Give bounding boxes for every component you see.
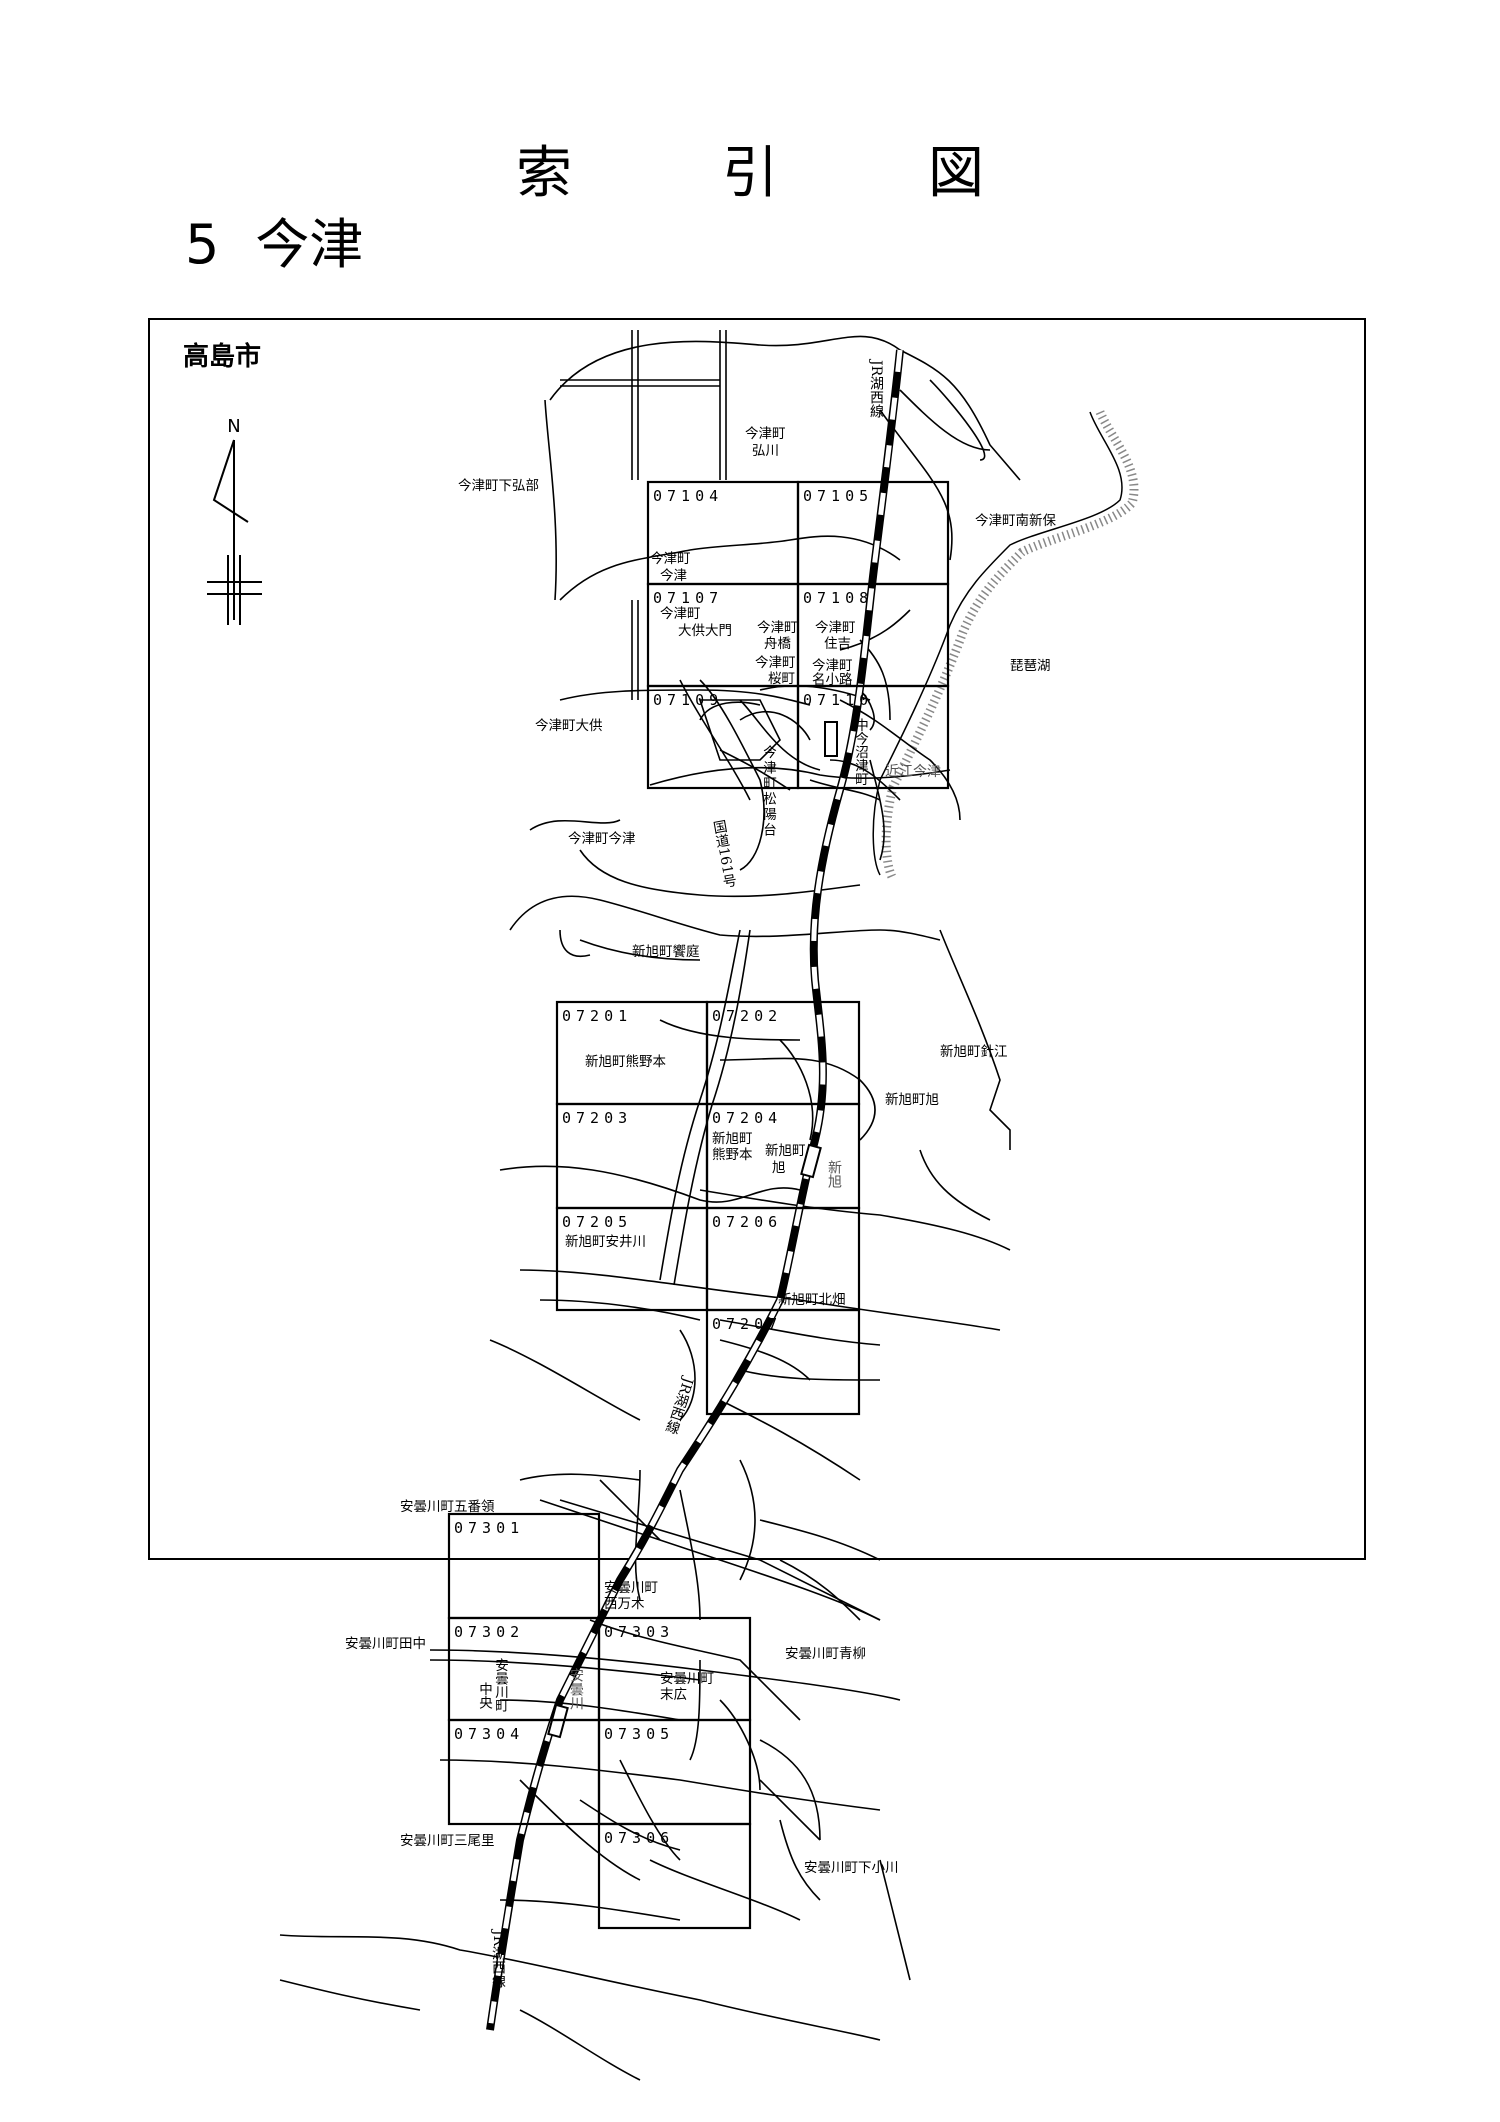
place-asahi: 新旭町旭 [885,1092,939,1108]
sheet-07206: 07206 [712,1213,782,1231]
omi-imazu-station-icon [824,721,838,757]
place-suehiro-line2: 末広 [660,1687,687,1703]
sheet-07302: 07302 [454,1623,524,1641]
place-imazu-line2: 今津 [660,568,687,584]
place-imazu-line1: 今津町 [650,551,691,567]
place-daiku: 今津町大供 [535,718,603,734]
place-chuo-line2: 中央 [476,1682,493,1710]
place-asahi-line2: 旭 [772,1160,786,1176]
place-sumiyoshi-line1: 今津町 [815,620,856,636]
sheet-07304: 07304 [454,1725,524,1743]
sheet-07109: 07109 [653,691,723,709]
place-names: 今津町 弘川 今津町下弘部 今津町南新保 今津町 今津 今津町 大供大門 今津町… [345,358,1056,1988]
place-funabashi-line2: 舟橋 [764,636,792,652]
sheet-07305: 07305 [604,1725,674,1743]
place-aeba: 新旭町饗庭 [632,943,700,960]
place-shoyodai: 今津町松陽台 [760,745,777,838]
sheet-07108: 07108 [803,589,873,607]
place-harie: 新旭町針江 [940,1044,1008,1060]
sheet-07204: 07204 [712,1109,782,1127]
place-daikudaimon-line2: 大供大門 [678,623,732,639]
route-161-label: 国道161号 [710,819,738,890]
roads-lower [279,1459,911,2081]
sheet-07203: 07203 [562,1109,632,1127]
place-tanaka: 安曇川町田中 [345,1636,426,1652]
sheet-labels: 07104 07105 07107 07108 07109 07110 0720… [454,487,873,1847]
sheet-07205: 07205 [562,1213,632,1231]
place-sakuramachi-line1: 今津町 [755,655,796,671]
roads-upper [509,330,1021,957]
section-name: 今津 [255,213,364,276]
place-mionosato: 安曇川町三尾里 [400,1833,495,1849]
sheet-07303: 07303 [604,1623,674,1641]
place-hirokawa-line1: 今津町 [745,426,786,442]
place-yasuigawa: 新旭町安井川 [565,1234,646,1250]
place-biwako: 琵琶湖 [1010,658,1051,674]
page-title: 索引図 [516,141,1134,206]
station-adogawa: 安曇川 [568,1668,584,1710]
place-suehiro-line1: 安曇川町 [660,1671,714,1687]
jr-line-label-top: JR湖西線 [868,358,884,418]
sheet-07306: 07306 [604,1829,674,1847]
shin-asahi-station-icon [800,1143,822,1179]
place-kumanomoto: 新旭町熊野本 [585,1054,666,1070]
place-kumanomoto-line2: 熊野本 [712,1147,753,1163]
place-nishimangi-line1: 安曇川町 [604,1580,658,1596]
place-chuo-line1: 安曇川町 [492,1658,509,1713]
place-nakoji-line1: 今津町 [812,658,853,674]
place-funabashi-line1: 今津町 [757,620,798,636]
north-arrow-icon: N [207,416,262,625]
jr-line-label-mid: JR湖西線 [662,1374,696,1436]
place-aoyagi: 安曇川町青柳 [785,1646,866,1662]
place-shimoogawa: 安曇川町下小川 [804,1860,899,1876]
sheet-07104: 07104 [653,487,723,505]
roads-middle [489,929,1011,1481]
place-asahi-line1: 新旭町 [765,1143,806,1159]
sheet-07110: 07110 [803,691,873,709]
city-label: 高島市 [183,342,262,372]
station-omi-imazu: 近江今津 [885,764,941,780]
place-nakoji-line2: 名小路 [812,672,853,688]
place-daikudaimon-line1: 今津町 [660,606,701,622]
place-nakanuma: 中今沼津町 [852,718,869,786]
section-title: 5 今津 [185,200,363,279]
place-sumiyoshi-line2: 住吉 [824,636,851,652]
sheet-07201: 07201 [562,1007,632,1025]
sheet-07105: 07105 [803,487,873,505]
sheet-07107: 07107 [653,589,723,607]
place-imazu-imazu: 今津町今津 [568,831,636,847]
place-sakuramachi-line2: 桜町 [768,671,795,687]
place-kumanomoto-line1: 新旭町 [712,1131,753,1147]
jr-line-label-bottom: JR湖西線 [490,1928,506,1988]
sheet-07202: 07202 [712,1007,782,1025]
sheet-07207: 07207 [712,1315,782,1333]
north-label: N [227,416,240,437]
sheet-grid [447,480,950,1930]
place-kitabata: 新旭町北畑 [778,1292,846,1308]
place-hirokawa-line2: 弘川 [752,443,779,459]
place-shimohirobe: 今津町下弘部 [458,478,539,494]
section-number: 5 [185,213,220,276]
station-shin-asahi: 新旭 [826,1160,842,1188]
place-minamishinbo: 今津町南新保 [975,513,1056,529]
place-nishimangi-line2: 西万木 [604,1596,645,1612]
sheet-07301: 07301 [454,1519,524,1537]
place-gobanryo: 安曇川町五番領 [400,1498,495,1515]
